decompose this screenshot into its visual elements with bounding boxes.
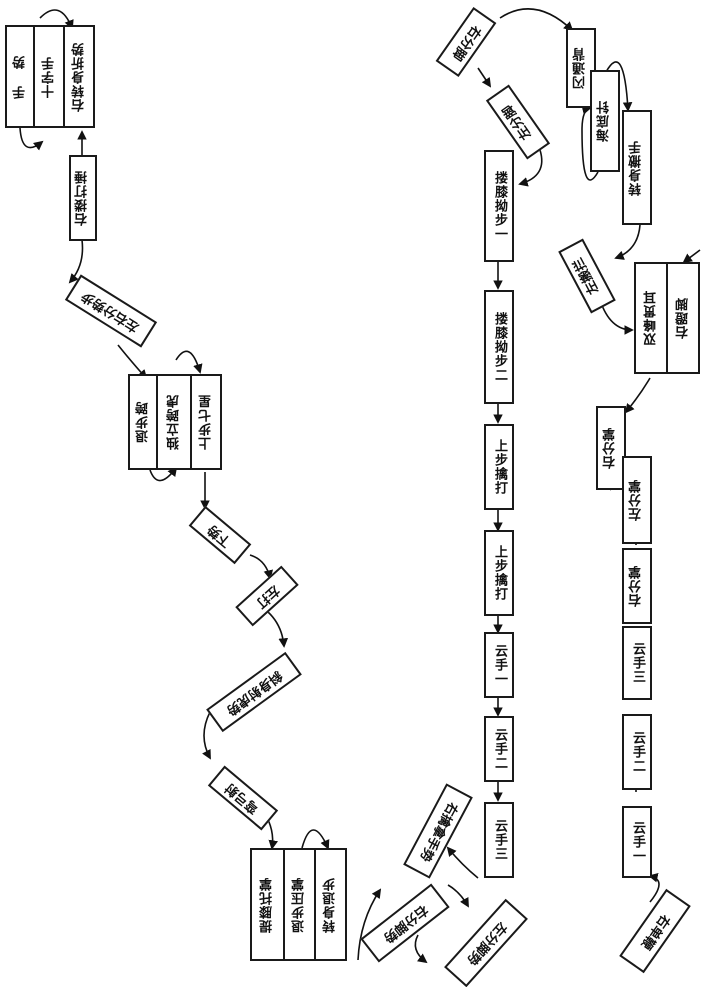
arrow <box>202 711 211 760</box>
arrow <box>267 611 289 648</box>
arrow <box>581 105 599 181</box>
node: 云手三 <box>622 626 652 700</box>
node: 独立跨虎 <box>156 374 192 470</box>
node-group-right: 双峰贯耳 右蹬脚 <box>634 262 700 374</box>
node: 右搂打捶 <box>69 155 97 241</box>
node: 右转身折势 <box>63 25 95 128</box>
node: 退步压掌 <box>283 848 316 961</box>
arrow <box>301 829 330 850</box>
node: 左分掌 <box>622 456 652 544</box>
node: 右分掌 <box>622 548 652 624</box>
node: 上步擒打 <box>484 530 514 616</box>
arrow <box>68 239 84 284</box>
node: 海底针 <box>590 70 620 172</box>
arrow <box>357 888 382 961</box>
arrow <box>648 872 660 903</box>
arrow <box>39 9 74 30</box>
arrow <box>499 8 574 32</box>
node: 转身撤手 <box>622 110 652 225</box>
node: 十字手 <box>33 25 65 128</box>
arrow <box>605 61 633 112</box>
node-group-bottom: 提膝托掌 退步压掌 转身退步 <box>250 848 347 961</box>
node: 云手二 <box>622 714 652 790</box>
node: 云手二 <box>484 716 514 782</box>
arrow <box>518 149 543 187</box>
arrow <box>682 249 701 264</box>
node: 搂膝拗步二 <box>484 290 514 404</box>
node: 转身退步 <box>314 848 347 961</box>
node: 上步七星 <box>190 374 222 470</box>
node: 双峰贯耳 <box>634 262 668 374</box>
node: 提膝托掌 <box>250 848 285 961</box>
arrow <box>19 127 44 151</box>
node: 云手一 <box>484 632 514 698</box>
node-group-top: 手 势 十字手 右转身折势 <box>5 25 95 128</box>
arrow <box>446 846 479 879</box>
node: 上步擒打 <box>484 424 514 510</box>
node: 云手三 <box>484 802 514 878</box>
arrow <box>624 377 651 414</box>
node: 右分掌 <box>596 406 626 490</box>
node: 手 势 <box>5 25 35 128</box>
arrow <box>414 934 428 964</box>
arrow <box>447 884 469 908</box>
arrow <box>249 554 274 580</box>
node: 云手一 <box>622 806 652 878</box>
arrow <box>149 466 178 482</box>
node: 右蹬脚 <box>666 262 700 374</box>
arrow <box>614 224 641 260</box>
node-group-mid: 退步跨 独立跨虎 上步七星 <box>128 374 222 470</box>
arrow <box>477 67 492 88</box>
node: 搂膝拗步一 <box>484 150 514 262</box>
node: 退步跨 <box>128 374 158 470</box>
arrow <box>175 350 203 374</box>
